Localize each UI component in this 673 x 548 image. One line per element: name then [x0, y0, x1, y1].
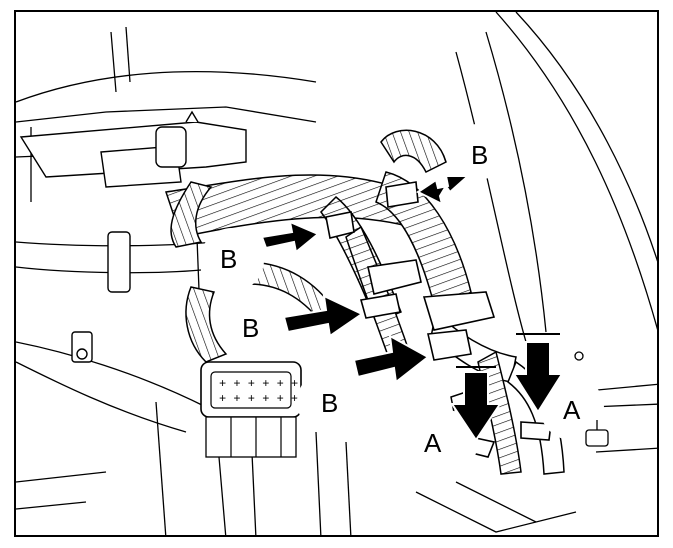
label-a-left: A [424, 428, 442, 458]
label-b-left-upper: B [220, 244, 237, 274]
ground-stud [574, 351, 609, 447]
mounting-bracket [19, 110, 247, 363]
body-panels [16, 12, 657, 535]
arrow-b-middle [282, 294, 364, 338]
connector-pins-row-2: + + + + + + [219, 392, 298, 406]
engine-bay-illustration: + + + + + + + + + + + + [16, 12, 657, 535]
connector-pins-row-1: + + + + + + [219, 377, 298, 391]
label-a-right: A [563, 395, 581, 425]
arrow-b-top-double [416, 175, 471, 206]
label-b-left-middle: B [242, 313, 259, 343]
label-b-top: B [471, 140, 488, 170]
multi-pin-connector: + + + + + + + + + + + + [200, 361, 302, 458]
label-b-left-lower: B [321, 388, 338, 418]
diagram-frame: + + + + + + + + + + + + [14, 10, 659, 537]
arrow-a-right [512, 333, 564, 414]
harness-clips [325, 181, 552, 458]
arrow-a-left [450, 366, 502, 442]
arrow-b-upper [260, 220, 320, 254]
arrow-b-lower [352, 334, 430, 384]
callout-circles [200, 124, 604, 474]
